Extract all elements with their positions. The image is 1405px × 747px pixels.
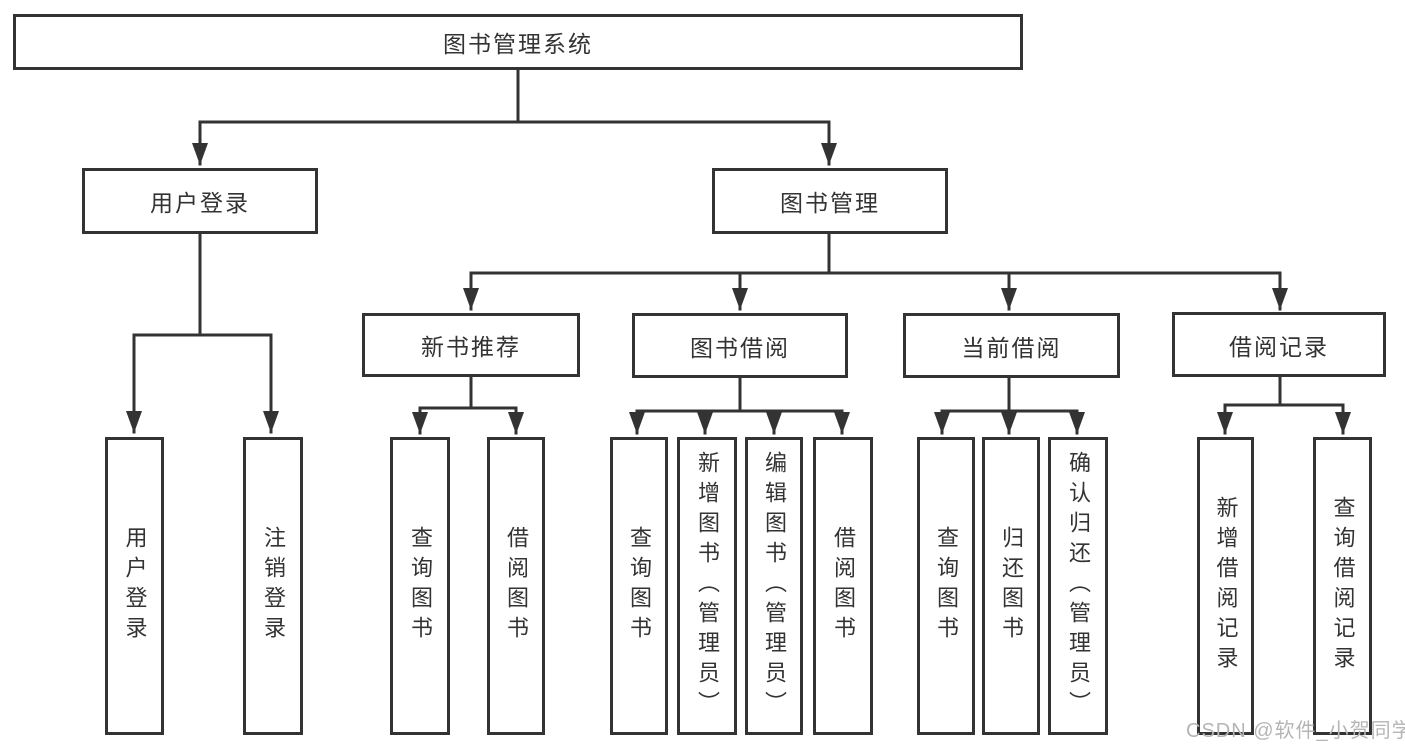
leaf-query-borrow-record-label: 查询借阅记录 <box>1330 496 1356 676</box>
node-book-borrow: 图书借阅 <box>632 313 848 378</box>
node-book-management-label: 图书管理 <box>780 190 880 216</box>
leaf-borrow-books-1: 借阅图书 <box>487 437 545 735</box>
node-book-management: 图书管理 <box>712 168 948 234</box>
leaf-return-book-label: 归还图书 <box>999 526 1024 646</box>
leaf-user-login-label: 用户登录 <box>122 526 148 646</box>
leaf-borrow-books-2-label: 借阅图书 <box>831 526 856 646</box>
leaf-edit-book-admin: 编辑图书（管理员） <box>745 437 803 735</box>
node-borrow-records-label: 借阅记录 <box>1229 333 1329 360</box>
node-book-borrow-label: 图书借阅 <box>690 334 790 361</box>
node-root-label: 图书管理系统 <box>443 31 593 57</box>
leaf-query-books-3-label: 查询图书 <box>934 526 959 646</box>
leaf-query-books-1: 查询图书 <box>390 437 450 735</box>
leaf-user-login: 用户登录 <box>105 437 164 735</box>
leaf-query-books-1-label: 查询图书 <box>408 526 433 646</box>
leaf-query-borrow-record: 查询借阅记录 <box>1313 437 1372 735</box>
node-user-login: 用户登录 <box>82 168 318 234</box>
node-new-book-recommend: 新书推荐 <box>362 313 580 377</box>
leaf-query-books-2-label: 查询图书 <box>627 526 652 646</box>
leaf-confirm-return-admin-label: 确认归还（管理员） <box>1066 451 1091 721</box>
node-new-book-recommend-label: 新书推荐 <box>421 334 521 360</box>
node-user-login-label: 用户登录 <box>150 190 250 216</box>
leaf-edit-book-admin-label: 编辑图书（管理员） <box>762 451 787 721</box>
node-current-borrow: 当前借阅 <box>903 313 1120 378</box>
leaf-logout-login: 注销登录 <box>243 437 303 735</box>
csdn-watermark: CSDN @软件_小贺同学 <box>1186 720 1405 742</box>
leaf-add-book-admin: 新增图书（管理员） <box>677 437 737 735</box>
leaf-query-books-3: 查询图书 <box>917 437 975 735</box>
leaf-confirm-return-admin: 确认归还（管理员） <box>1048 437 1108 735</box>
leaf-return-book: 归还图书 <box>982 437 1040 735</box>
leaf-add-borrow-record: 新增借阅记录 <box>1197 437 1254 735</box>
node-borrow-records: 借阅记录 <box>1172 312 1386 377</box>
leaf-borrow-books-2: 借阅图书 <box>813 437 873 735</box>
leaf-logout-login-label: 注销登录 <box>261 526 286 646</box>
node-current-borrow-label: 当前借阅 <box>961 334 1062 361</box>
leaf-borrow-books-1-label: 借阅图书 <box>504 526 529 646</box>
leaf-query-books-2: 查询图书 <box>610 437 668 735</box>
leaf-add-book-admin-label: 新增图书（管理员） <box>695 451 720 721</box>
leaf-add-borrow-record-label: 新增借阅记录 <box>1213 496 1239 676</box>
node-root: 图书管理系统 <box>13 14 1023 70</box>
